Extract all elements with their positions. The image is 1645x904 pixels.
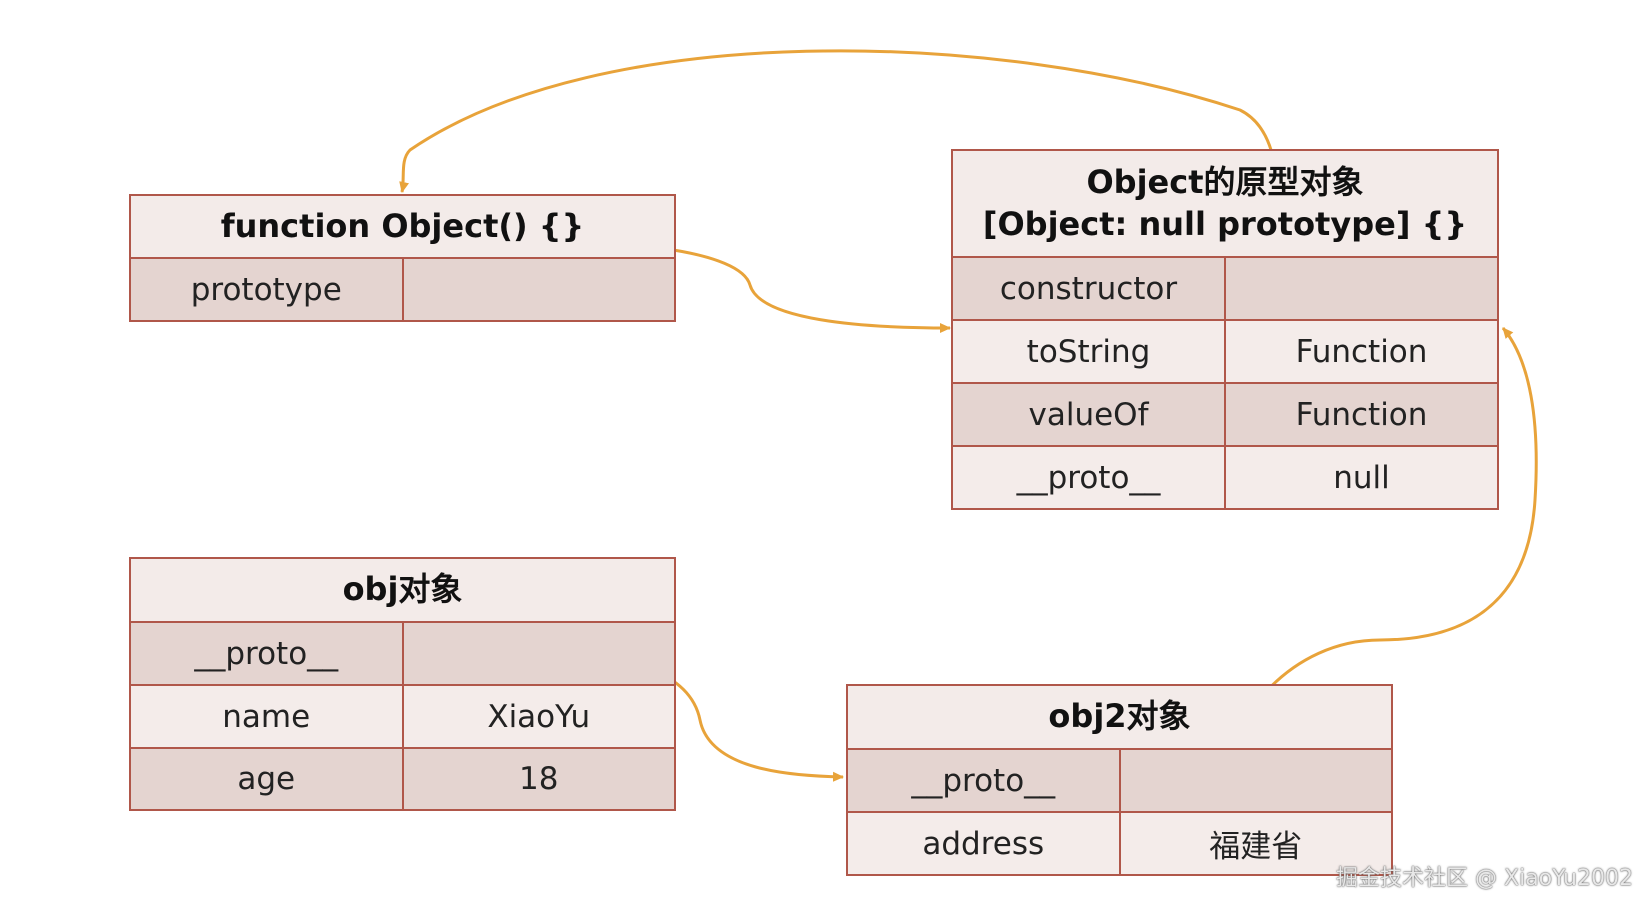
- table-row: __proto__ null: [953, 447, 1497, 508]
- table-row: prototype: [131, 259, 674, 320]
- watermark: 掘金技术社区 @ XiaoYu2002: [1336, 866, 1633, 891]
- row-value: [404, 623, 675, 684]
- row-key: __proto__: [848, 750, 1121, 811]
- row-key: valueOf: [953, 384, 1226, 445]
- row-value: null: [1333, 459, 1390, 496]
- table-row: toString Function: [953, 321, 1497, 384]
- table-row: age 18: [131, 749, 674, 809]
- obj2-box: obj2对象 __proto__ address 福建省: [846, 684, 1393, 876]
- row-value: [1226, 258, 1497, 319]
- row-value: Function: [1295, 333, 1428, 370]
- row-key: name: [131, 686, 404, 747]
- object-prototype-box: Object的原型对象 [Object: null prototype] {} …: [951, 149, 1499, 510]
- row-key: address: [848, 813, 1121, 874]
- obj-box: obj对象 __proto__ name XiaoYu age 18: [129, 557, 676, 811]
- row-value: Function: [1295, 396, 1428, 433]
- table-row: constructor: [953, 258, 1497, 321]
- object-prototype-title-line1: Object的原型对象: [1086, 162, 1364, 201]
- table-row: address 福建省: [848, 813, 1391, 874]
- row-value: 18: [519, 761, 559, 797]
- function-object-box: function Object() {} prototype: [129, 194, 676, 322]
- function-object-title-text: function Object() {}: [220, 206, 585, 245]
- obj-title: obj对象: [131, 559, 674, 623]
- table-row: valueOf Function: [953, 384, 1497, 447]
- row-value: XiaoYu: [487, 698, 591, 735]
- object-prototype-title: Object的原型对象 [Object: null prototype] {}: [953, 151, 1497, 258]
- object-prototype-title-line2: [Object: null prototype] {}: [982, 204, 1468, 243]
- row-key: __proto__: [131, 623, 404, 684]
- row-value: 福建省: [1209, 829, 1303, 865]
- row-key: __proto__: [953, 447, 1226, 508]
- function-object-title: function Object() {}: [131, 196, 674, 259]
- row-value: [404, 259, 675, 320]
- obj2-title-text: obj2对象: [1048, 697, 1191, 736]
- table-row: __proto__: [848, 750, 1391, 813]
- table-row: name XiaoYu: [131, 686, 674, 749]
- table-row: __proto__: [131, 623, 674, 686]
- obj-title-text: obj对象: [342, 570, 463, 609]
- row-key: prototype: [131, 259, 404, 320]
- row-key: toString: [953, 321, 1226, 382]
- obj2-title: obj2对象: [848, 686, 1391, 750]
- row-value: [1121, 750, 1392, 811]
- row-key: age: [131, 749, 404, 809]
- row-key: constructor: [953, 258, 1226, 319]
